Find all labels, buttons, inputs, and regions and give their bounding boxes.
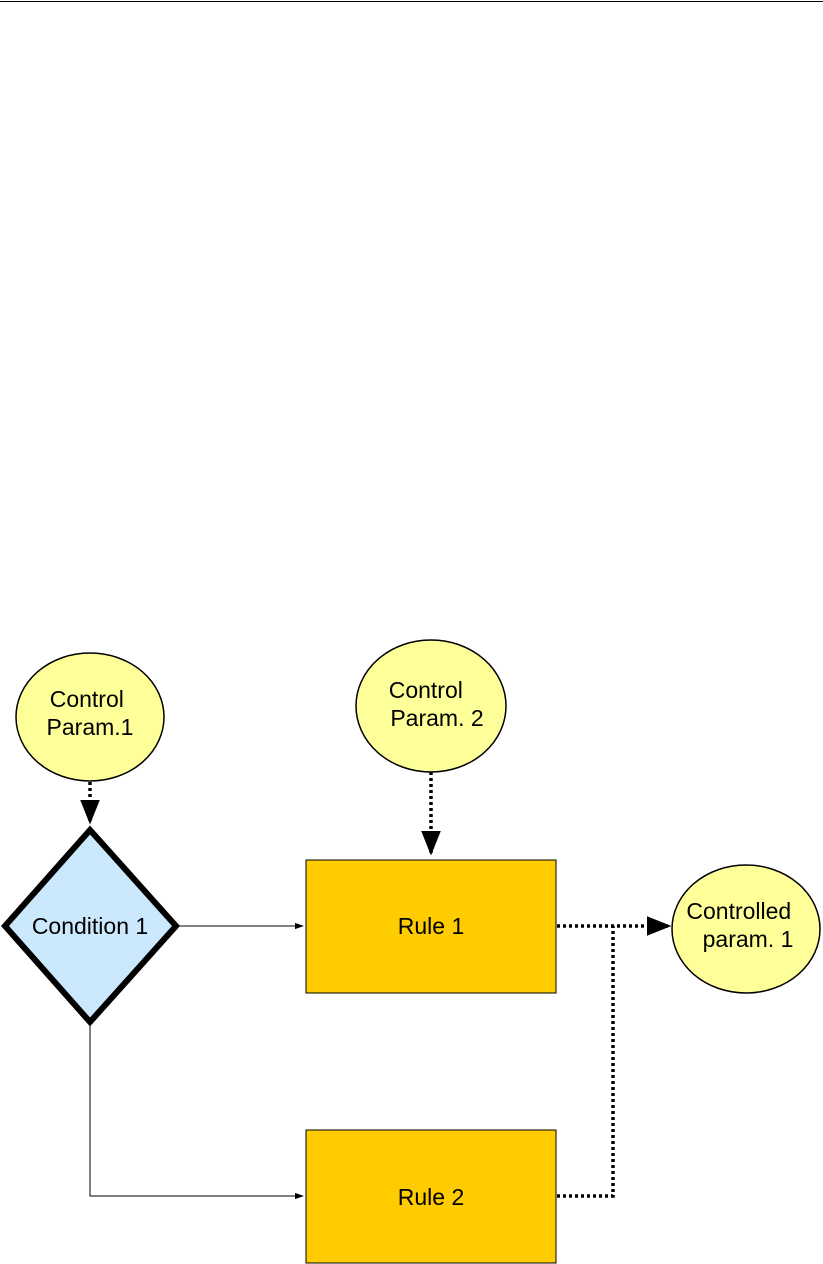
node-condition-1[interactable]: Condition 1 <box>0 825 181 1027</box>
svg-text:Control Param. 2: Control Param. 2 <box>389 677 484 731</box>
node-rule-1[interactable]: Rule 1 <box>305 859 557 994</box>
node-control-param-2-line-2: Param. 2 <box>390 705 483 731</box>
node-rule-1-shape <box>305 859 557 994</box>
node-controlled-param-1-line-2: param. 1 <box>703 926 794 952</box>
node-control-param-1[interactable]: Control Param.1 <box>15 652 165 782</box>
svg-text:Control Param.1: Control Param.1 <box>47 686 134 740</box>
svg-text:Controlled param. 1: Controlled param. 1 <box>686 898 797 952</box>
node-control-param-2[interactable]: Control Param. 2 <box>355 639 507 773</box>
node-rule-2[interactable]: Rule 2 <box>305 1129 557 1264</box>
node-controlled-param-1-line-1: Controlled <box>686 898 791 924</box>
node-control-param-1-line-1: Control <box>50 686 124 712</box>
node-control-param-2-line-1: Control <box>389 677 463 703</box>
edge-rule-2-to-controlled-param-1 <box>557 926 615 1198</box>
node-controlled-param-1-shape <box>671 864 821 994</box>
node-controlled-param-1[interactable]: Controlled param. 1 <box>671 864 821 994</box>
node-condition-1-shape <box>0 825 181 1027</box>
node-rule-2-shape <box>305 1129 557 1264</box>
node-rule-1-label: Rule 1 <box>398 913 464 939</box>
node-control-param-1-line-2: Param.1 <box>47 714 134 740</box>
edge-condition-1-to-rule-2 <box>89 1022 304 1200</box>
node-condition-1-label: Condition 1 <box>32 913 148 939</box>
node-control-param-2-shape <box>355 639 507 773</box>
node-rule-2-label: Rule 2 <box>398 1184 464 1210</box>
node-control-param-1-shape <box>15 652 165 782</box>
